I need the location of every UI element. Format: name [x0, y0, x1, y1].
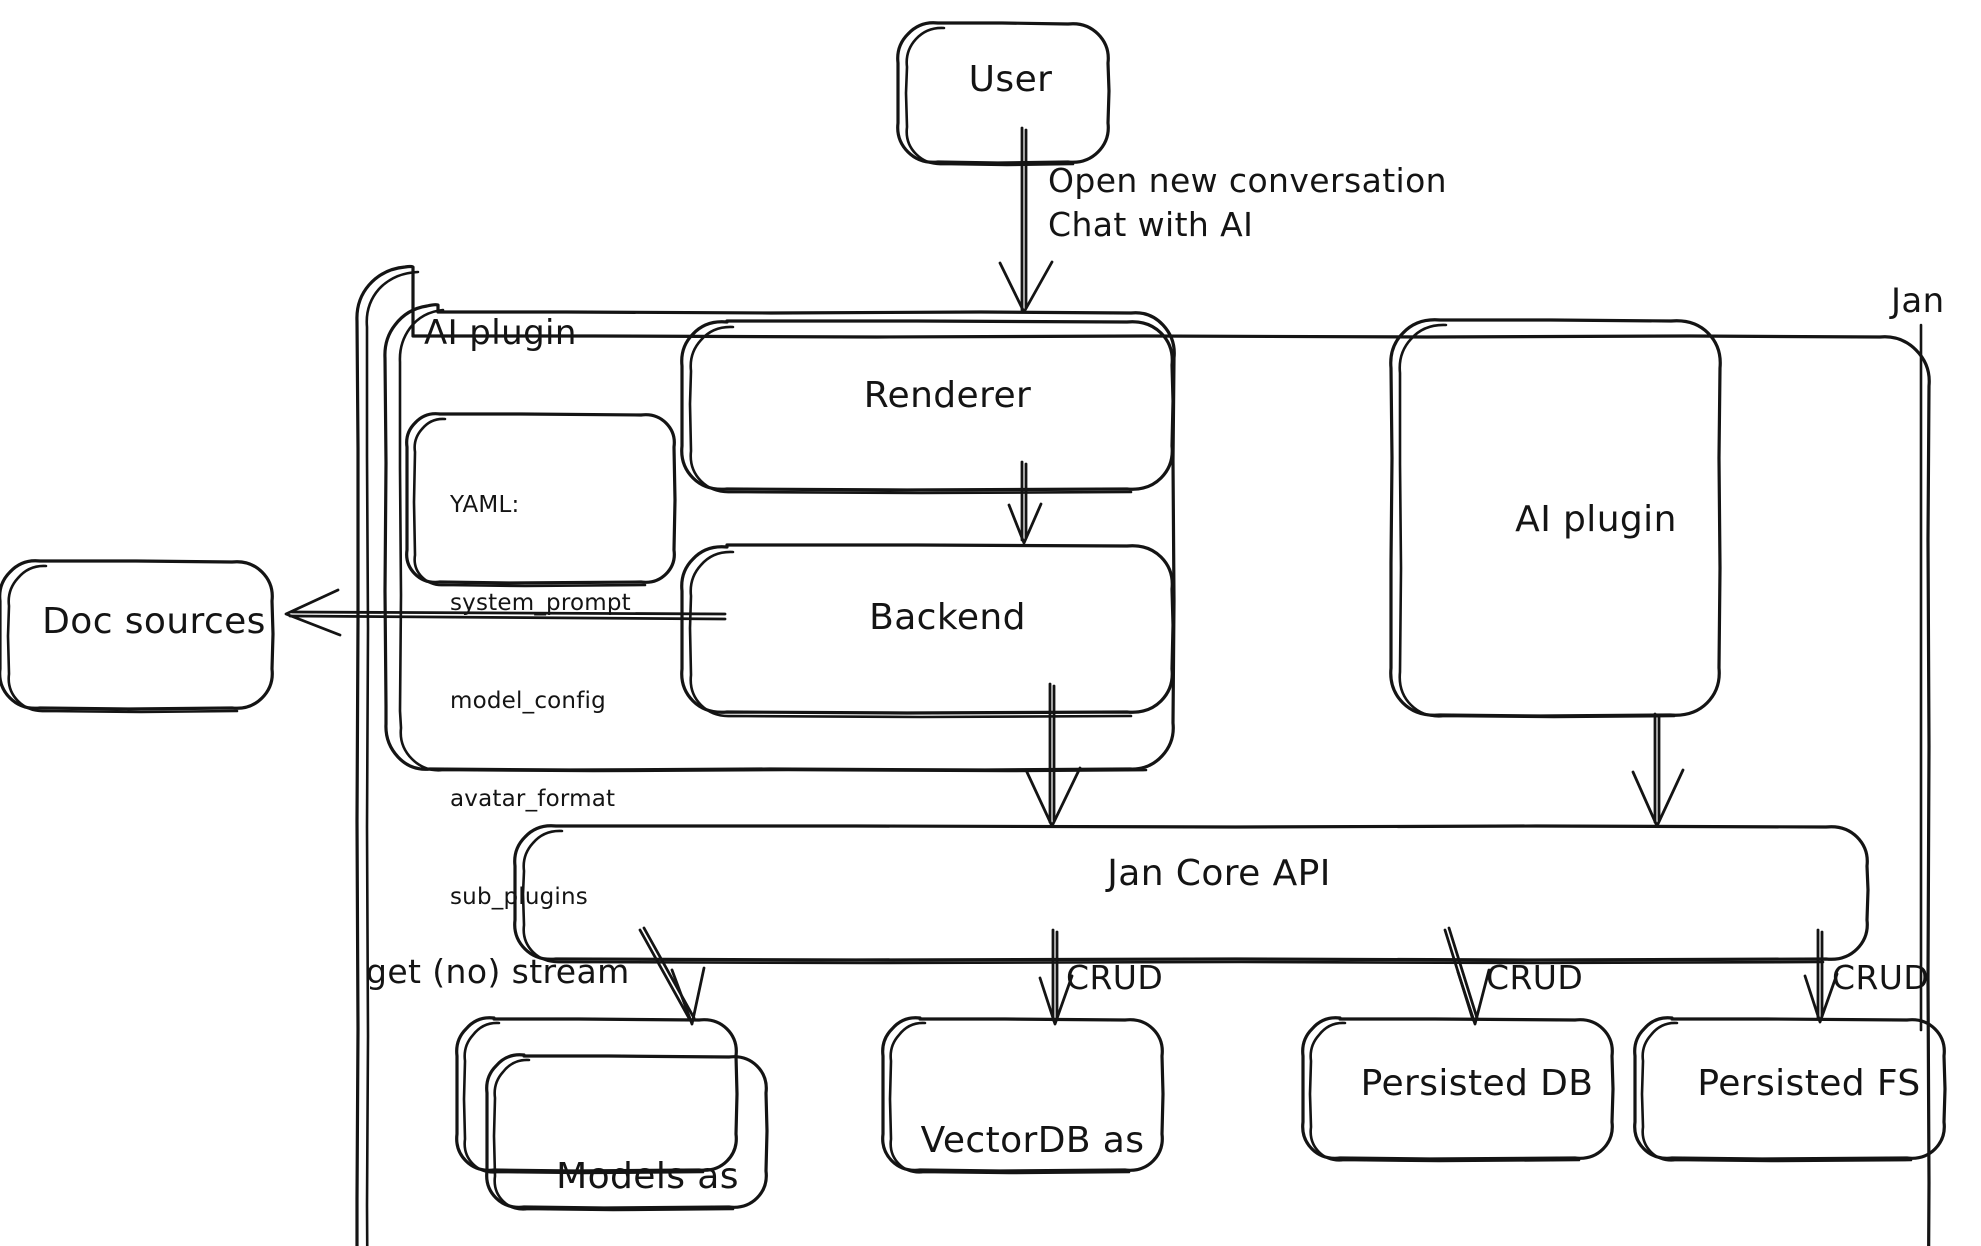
- container-ai-plugin-group-outline: [383, 303, 1176, 773]
- node-yaml-note-outline: [405, 412, 677, 588]
- container-jan-outline: [355, 264, 1931, 1246]
- node-persisted-fs-outline: [1633, 1016, 1947, 1163]
- edge-renderer-to-backend: [1007, 460, 1043, 545]
- node-renderer-outline: [680, 319, 1175, 495]
- node-models-as-plugin-outline: [455, 1016, 769, 1212]
- edge-jancoreapi-to-models: [638, 926, 706, 1026]
- node-ai-plugin-right-outline: [1389, 318, 1722, 719]
- edge-ai-plugin-right-to-jancoreapi: [1631, 712, 1685, 828]
- node-backend-outline: [680, 543, 1175, 719]
- node-vectordb-as-plugin-outline: [881, 1016, 1165, 1175]
- edge-user-to-renderer: [998, 126, 1054, 314]
- edge-jancoreapi-to-vectordb: [1038, 928, 1074, 1026]
- edge-jancoreapi-to-persisteddb: [1443, 926, 1491, 1026]
- node-user-outline: [896, 21, 1111, 167]
- node-jan-core-api-outline: [513, 824, 1870, 965]
- edge-jancoreapi-to-persistedfs: [1803, 928, 1839, 1024]
- edge-backend-to-jancoreapi: [1024, 682, 1082, 828]
- edge-backend-to-doc-sources: [284, 588, 727, 637]
- node-persisted-db-outline: [1301, 1016, 1615, 1163]
- node-doc-sources-outline: [0, 559, 275, 714]
